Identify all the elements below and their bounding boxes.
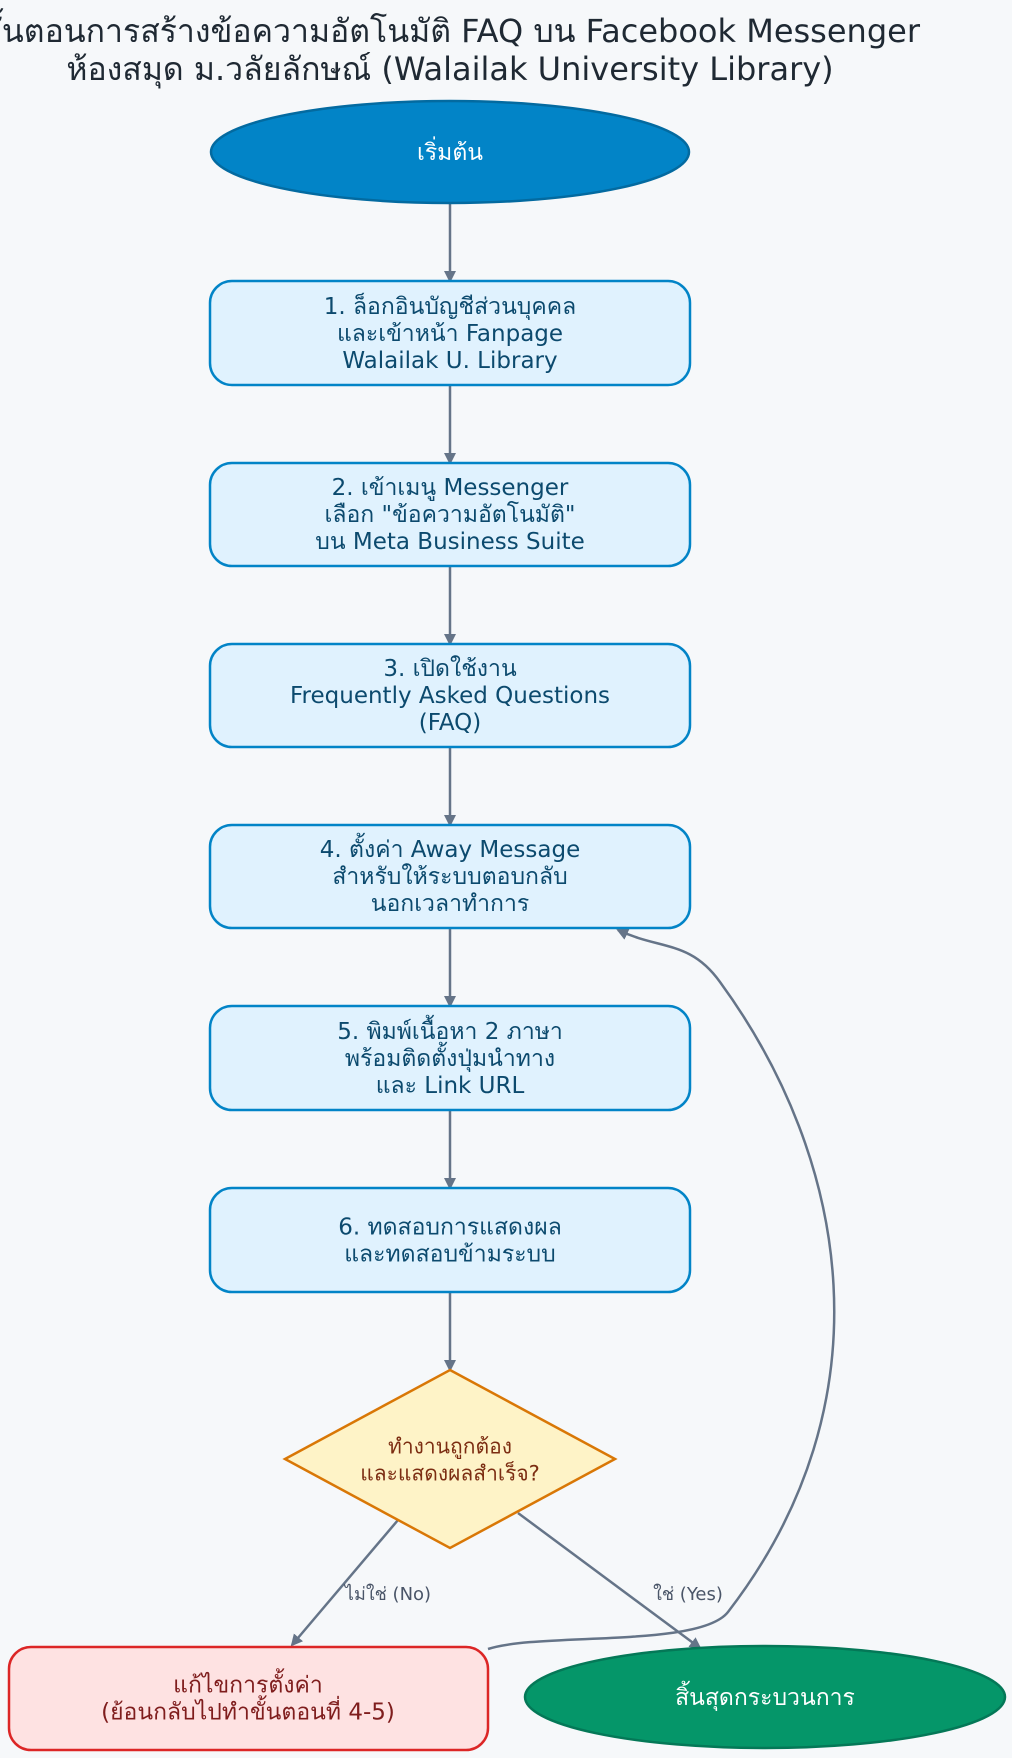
start-ellipse (209, 99, 691, 205)
node-end: สิ้นสุดกระบวนการ (523, 1644, 1007, 1750)
step6-box (208, 1186, 692, 1294)
step1-label-line: 1. ล็อกอินบัญชีส่วนบุคคล (324, 291, 577, 320)
step1-box (208, 279, 692, 387)
edge-label-no: ไม่ใช่ (No) (343, 1583, 431, 1605)
fix-label-line: แก้ไขการตั้งค่า (173, 1669, 323, 1699)
edge-fix-back-to-step4 (487, 928, 836, 1651)
decision-label-line: ทำงานถูกต้อง (388, 1435, 512, 1460)
step5-box (208, 1004, 692, 1112)
step5-label: 5. พิมพ์เนื้อหา 2 ภาษาพร้อมติดตั้งปุ่มนำ… (337, 1015, 563, 1099)
step4-label-line: นอกเวลาทำการ (371, 891, 530, 917)
node-fix: แก้ไขการตั้งค่า(ย้อนกลับไปทำขั้นตอนที่ 4… (7, 1645, 490, 1752)
node-step1: 1. ล็อกอินบัญชีส่วนบุคคลและเข้าหน้า Fanp… (208, 279, 692, 387)
edge-decision-yes (517, 1511, 702, 1650)
decision-label-line: และแสดงผลสำเร็จ? (360, 1460, 540, 1486)
step5-label-line: 5. พิมพ์เนื้อหา 2 ภาษา (337, 1015, 563, 1045)
edge-decision-no (290, 1519, 399, 1647)
fix-label-line: (ย้อนกลับไปทำขั้นตอนที่ 4-5) (101, 1696, 395, 1726)
step1-label: 1. ล็อกอินบัญชีส่วนบุคคลและเข้าหน้า Fanp… (324, 291, 577, 374)
step5-label-line: และ Link URL (376, 1073, 525, 1099)
step2-label-line: เลือก "ข้อความอัตโนมัติ" (324, 501, 575, 528)
node-start: เริ่มต้น (209, 99, 691, 205)
step3-label-line: (FAQ) (419, 710, 482, 736)
step1-label-line: และเข้าหน้า Fanpage (337, 321, 563, 347)
step2-label-line: 2. เข้าเมนู Messenger (332, 475, 569, 501)
node-decision: ทำงานถูกต้องและแสดงผลสำเร็จ? (282, 1368, 618, 1550)
edges (290, 203, 836, 1651)
end-label: สิ้นสุดกระบวนการ (675, 1681, 855, 1711)
end-ellipse (523, 1644, 1007, 1750)
step3-label-line: 3. เปิดใช้งาน (383, 655, 517, 682)
fix-label: แก้ไขการตั้งค่า(ย้อนกลับไปทำขั้นตอนที่ 4… (101, 1669, 395, 1726)
step2-label-line: บน Meta Business Suite (315, 529, 585, 555)
diagram-title-line-1: ขั้นตอนการสร้างข้อความอัตโนมัติ FAQ บน F… (0, 8, 921, 50)
step3-box (208, 642, 692, 749)
step4-label-line: 4. ตั้งค่า Away Message (320, 833, 580, 863)
fix-box (7, 1645, 490, 1752)
start-label-line: เริ่มต้น (417, 136, 483, 166)
step4-box (208, 823, 692, 930)
step6-label-line: และทดสอบข้ามระบบ (344, 1242, 556, 1268)
start-label: เริ่มต้น (417, 136, 483, 166)
step3-label-line: Frequently Asked Questions (290, 683, 610, 709)
edge-label-yes: ใช่ (Yes) (653, 1583, 723, 1605)
diagram-title-line-2: ห้องสมุด ม.วลัยลักษณ์ (Walailak Universi… (66, 50, 833, 89)
decision-label: ทำงานถูกต้องและแสดงผลสำเร็จ? (360, 1435, 540, 1486)
step2-box (208, 461, 692, 568)
step4-label-line: สำหรับให้ระบบตอบกลับ (332, 863, 567, 890)
step6-label: 6. ทดสอบการแสดงผลและทดสอบข้ามระบบ (338, 1215, 562, 1268)
decision-diamond (282, 1368, 618, 1550)
node-step5: 5. พิมพ์เนื้อหา 2 ภาษาพร้อมติดตั้งปุ่มนำ… (208, 1004, 692, 1112)
node-step6: 6. ทดสอบการแสดงผลและทดสอบข้ามระบบ (208, 1186, 692, 1294)
step5-label-line: พร้อมติดตั้งปุ่มนำทาง (345, 1042, 555, 1072)
end-label-line: สิ้นสุดกระบวนการ (675, 1681, 855, 1711)
step6-label-line: 6. ทดสอบการแสดงผล (338, 1215, 562, 1241)
step1-label-line: Walailak U. Library (342, 348, 557, 374)
